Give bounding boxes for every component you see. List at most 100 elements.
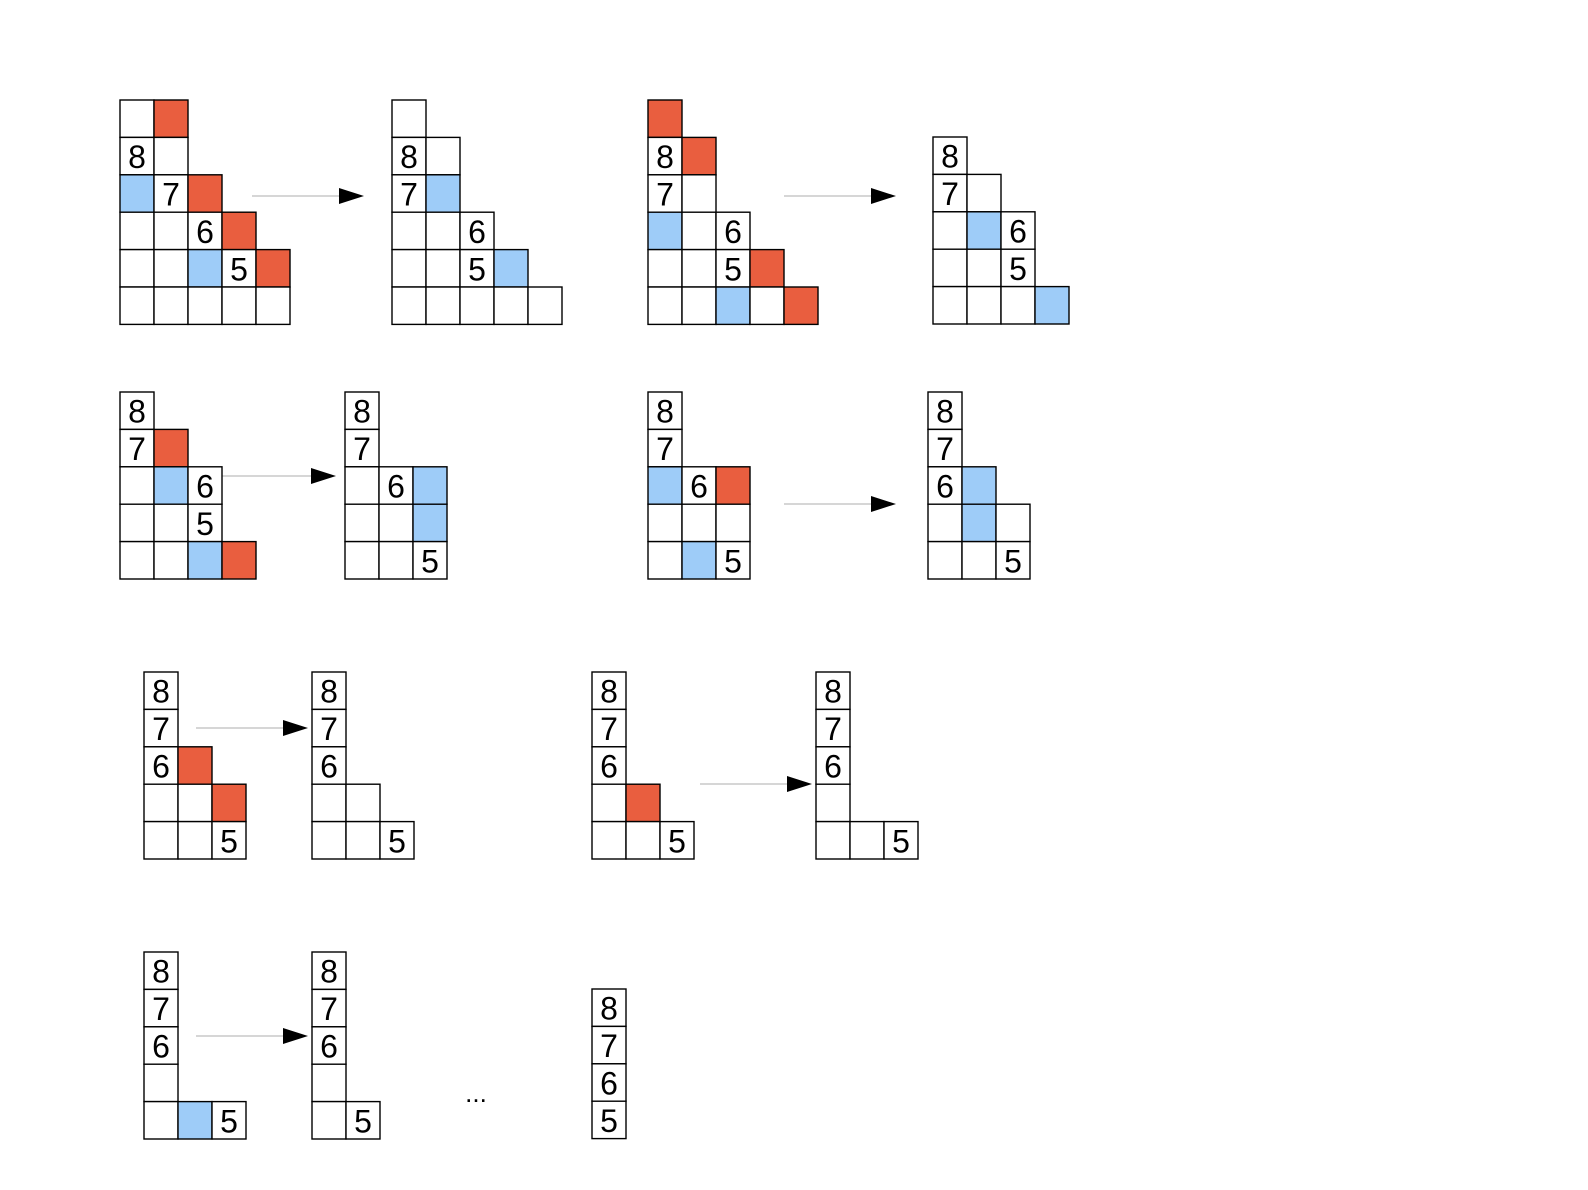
transition-arrow [784,496,896,512]
cell-empty [311,951,347,991]
cell-blue [715,286,751,326]
cell-empty [647,248,683,288]
cell-empty [143,783,179,823]
cell-empty [425,248,461,288]
cell-empty [153,286,189,326]
cell-empty [647,286,683,326]
cell-number: 8 [400,139,418,175]
cell-number: 5 [220,1103,238,1139]
cell-number: 8 [353,394,371,430]
cell-empty [681,466,717,505]
cell-empty [425,211,461,251]
cell-red [255,248,291,288]
cell-number: 7 [656,431,674,467]
cell-empty [932,248,968,288]
arrow-head [311,468,336,484]
cell-empty [119,286,155,326]
cell-empty [391,174,427,213]
cell-number: 6 [320,1028,338,1064]
cell-number: 8 [656,394,674,430]
cell-number: 7 [656,176,674,212]
cell-empty [459,286,495,326]
cell-blue [177,1100,213,1140]
cell-number: 8 [600,991,618,1027]
cell-number: 5 [1009,251,1027,287]
cell-blue [961,466,997,505]
cell-empty [883,820,919,860]
transition-arrow [196,1028,308,1044]
cell-empty [344,503,380,543]
cell-empty [425,136,461,176]
cell-empty [459,248,495,288]
cell-empty [311,1063,347,1103]
cell-empty [647,391,683,431]
cell-empty [311,783,347,823]
cell-blue [412,503,448,543]
cell-empty [459,211,495,251]
cell-blue [187,248,223,288]
cell-red [187,174,223,213]
cell-empty [378,540,414,580]
cell-red [681,136,717,176]
cell-number: 8 [152,954,170,990]
cell-empty [932,285,968,325]
cell-empty [221,286,257,326]
arrow-head [339,188,364,204]
cell-empty [177,820,213,860]
cell-empty [966,248,1002,288]
cell-empty [391,286,427,326]
cell-number: 6 [1009,213,1027,249]
transition-arrow [784,188,896,204]
transition-arrow [196,720,308,736]
cell-number: 7 [162,176,180,212]
cell-number: 7 [824,711,842,747]
cell-number: 7 [600,1028,618,1064]
cell-blue [425,174,461,213]
cell-number: 6 [600,748,618,784]
cell-empty [527,286,563,326]
cell-empty [187,286,223,326]
cell-empty [493,286,529,326]
cell-number: 8 [320,954,338,990]
cell-red [153,428,189,468]
arrow-head [787,776,812,792]
cell-red [221,211,257,251]
cell-empty [715,540,751,580]
cell-blue [961,503,997,543]
cell-empty [591,783,627,823]
cell-empty [378,466,414,505]
transition-arrow [222,468,336,484]
cell-number: 5 [668,823,686,859]
cell-blue [493,248,529,288]
cell-blue [187,540,223,580]
cell-number: 8 [936,394,954,430]
cell-empty [961,540,997,580]
cell-empty [143,1026,179,1065]
cell-number: 8 [600,674,618,710]
cell-red [177,746,213,785]
cell-number: 7 [353,431,371,467]
cell-blue [647,466,683,505]
cell-number: 7 [152,991,170,1027]
cell-number: 6 [320,748,338,784]
cell-empty [143,671,179,711]
cell-number: 6 [936,468,954,504]
cell-empty [119,540,155,580]
arrow-head [283,1028,308,1044]
cell-number: 6 [690,468,708,504]
cell-empty [153,211,189,251]
cell-empty [119,211,155,251]
cell-empty [927,391,963,431]
cell-empty [153,503,189,543]
cell-empty [815,820,851,860]
arrow-head [283,720,308,736]
cell-empty [391,99,427,139]
cell-number: 6 [152,748,170,784]
cell-empty [153,540,189,580]
